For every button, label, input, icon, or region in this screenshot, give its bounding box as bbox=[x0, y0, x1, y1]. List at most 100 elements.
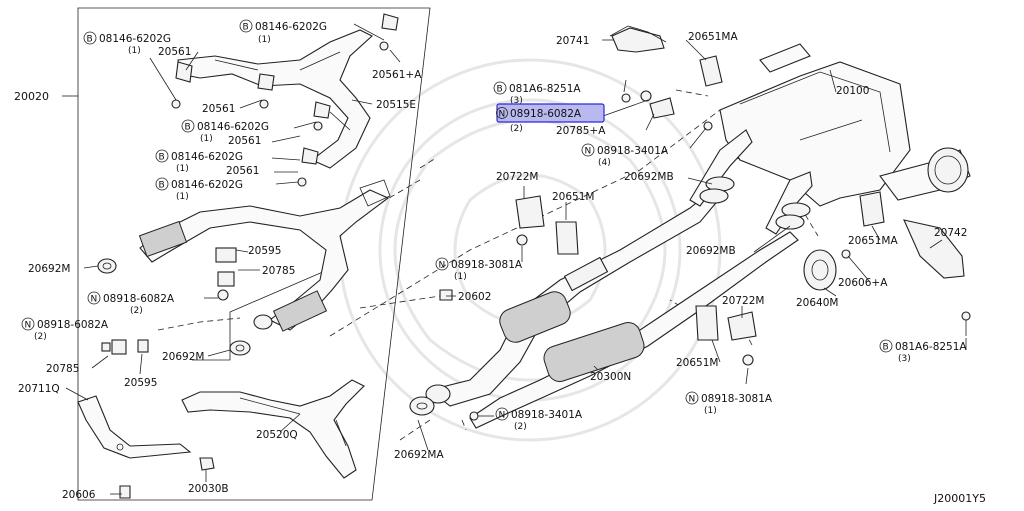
label-20561-c: 20561 bbox=[228, 135, 261, 147]
label-20595-a: 20595 bbox=[248, 245, 281, 257]
qty-08146-b: (1) bbox=[258, 35, 271, 45]
label-20561-a: 20561 bbox=[158, 46, 191, 58]
callout-08146-d: B 08146-6202G (1) bbox=[155, 149, 243, 174]
label-20595-b: 20595 bbox=[124, 377, 157, 389]
label-08918-3401A-b: 08918-3401A bbox=[511, 409, 583, 421]
callout-08918-3081A-b: N 08918-3081A (1) bbox=[685, 391, 773, 416]
label-20785-a: 20785 bbox=[262, 265, 295, 277]
exhaust-pipe-20520Q bbox=[181, 379, 365, 479]
label-20606: 20606 bbox=[62, 489, 96, 501]
muffler-20100 bbox=[689, 43, 971, 235]
nut-symbol: N bbox=[25, 321, 32, 331]
label-08146-a: 08146-6202G bbox=[99, 33, 171, 45]
qty-08146-e: (1) bbox=[176, 192, 189, 202]
label-20561-plusA: 20561+A bbox=[372, 69, 422, 81]
callout-08146-a: B 08146-6202G (1) bbox=[83, 31, 171, 56]
qty-081A6-a: (3) bbox=[510, 96, 523, 106]
label-08918-3081A-a: 08918-3081A bbox=[451, 259, 523, 271]
label-20692MB-b: 20692MB bbox=[686, 245, 736, 257]
qty-08918-3401A-b: (2) bbox=[514, 422, 527, 432]
label-20300N: 20300N bbox=[590, 371, 631, 383]
label-20515E: 20515E bbox=[376, 99, 416, 111]
label-20651M-a: 20651M bbox=[552, 191, 594, 203]
label-20602: 20602 bbox=[458, 291, 491, 303]
label-20030B: 20030B bbox=[188, 483, 229, 495]
right-hangers bbox=[469, 25, 971, 421]
label-08146-b: 08146-6202G bbox=[255, 21, 327, 33]
callout-08918-3401A-b: N 08918-3401A (2) bbox=[495, 407, 583, 432]
label-20640M: 20640M bbox=[796, 297, 838, 309]
exhaust-pipe-20515E bbox=[177, 29, 373, 169]
callout-08146-b: B 08146-6202G (1) bbox=[239, 19, 327, 45]
label-20692M-b: 20692M bbox=[162, 351, 204, 363]
qty-08918-3401A-a: (4) bbox=[598, 158, 611, 168]
label-20785-b: 20785 bbox=[46, 363, 79, 375]
front-pipe-20020 bbox=[138, 179, 391, 332]
qty-08918-6082A-b: (2) bbox=[34, 332, 47, 342]
nut-symbol: N bbox=[499, 110, 506, 120]
label-20722M-b: 20722M bbox=[722, 295, 764, 307]
qty-08918-3081A-a: (1) bbox=[454, 272, 467, 282]
label-08918-6082A-b: 08918-6082A bbox=[37, 319, 109, 331]
label-08918-6082A-a: 08918-6082A bbox=[103, 293, 175, 305]
diagram-code: J20001Y5 bbox=[933, 492, 986, 505]
label-08918-3401A-a: 08918-3401A bbox=[597, 145, 669, 157]
label-08146-e: 08146-6202G bbox=[171, 179, 243, 191]
label-081A6-b: 081A6-8251A bbox=[895, 341, 967, 353]
label-20722M-a: 20722M bbox=[496, 171, 538, 183]
assembly-20020-frame bbox=[77, 7, 431, 501]
nut-symbol: N bbox=[585, 147, 592, 157]
label-20692MA: 20692MA bbox=[394, 449, 444, 461]
nut-symbol: N bbox=[499, 411, 506, 421]
callout-081A6-a: B 081A6-8251A (3) bbox=[493, 81, 581, 106]
bolt-symbol: B bbox=[243, 23, 249, 33]
label-20692M-a: 20692M bbox=[28, 263, 70, 275]
callout-08918-6082A-a: N 08918-6082A (2) bbox=[87, 291, 175, 316]
part-labels: 20020 B 08146-6202G (1) 20561 B 08146-62… bbox=[14, 19, 986, 505]
label-08146-d: 08146-6202G bbox=[171, 151, 243, 163]
bolt-symbol: B bbox=[497, 85, 503, 95]
label-20711Q: 20711Q bbox=[18, 383, 60, 395]
label-20020: 20020 bbox=[14, 90, 49, 103]
center-pipe-20300N bbox=[409, 189, 799, 429]
leader-lines bbox=[62, 23, 967, 495]
bolt-symbol: B bbox=[883, 343, 889, 353]
qty-081A6-b: (3) bbox=[898, 354, 911, 364]
callout-08146-e: B 08146-6202G (1) bbox=[155, 177, 243, 202]
callout-081A6-b: B 081A6-8251A (3) bbox=[879, 339, 967, 364]
qty-08146-c: (1) bbox=[200, 134, 213, 144]
nut-symbol: N bbox=[689, 395, 696, 405]
label-081A6-a: 081A6-8251A bbox=[509, 83, 581, 95]
nut-symbol: N bbox=[439, 261, 446, 271]
label-20606-plusA: 20606+A bbox=[838, 277, 888, 289]
callout-08146-c: B 08146-6202G (1) bbox=[181, 119, 269, 144]
bolt-symbol: B bbox=[87, 35, 93, 45]
label-08918-3081A-b: 08918-3081A bbox=[701, 393, 773, 405]
highlight-box bbox=[496, 103, 605, 123]
label-20651MA-b: 20651MA bbox=[848, 235, 898, 247]
bracket-20711Q bbox=[77, 395, 192, 459]
bolt-symbol: B bbox=[185, 123, 191, 133]
qty-08918-6082A-a: (2) bbox=[130, 306, 143, 316]
label-20651M-b: 20651M bbox=[676, 357, 718, 369]
callout-08918-3401A-a: N 08918-3401A (4) bbox=[581, 143, 669, 168]
label-08146-c: 08146-6202G bbox=[197, 121, 269, 133]
left-small-parts bbox=[97, 13, 453, 499]
label-20692MB-a: 20692MB bbox=[624, 171, 674, 183]
qty-08918-6082A-hl: (2) bbox=[510, 124, 523, 134]
bolt-symbol: B bbox=[159, 181, 165, 191]
label-20100: 20100 bbox=[836, 85, 869, 97]
bolt-symbol: B bbox=[159, 153, 165, 163]
label-08918-6082A-hl: 08918-6082A bbox=[510, 108, 582, 120]
label-20651MA-a: 20651MA bbox=[688, 31, 738, 43]
qty-08146-a: (1) bbox=[128, 46, 141, 56]
label-20520Q: 20520Q bbox=[256, 429, 298, 441]
nut-symbol: N bbox=[91, 295, 98, 305]
label-20741: 20741 bbox=[556, 35, 589, 47]
qty-08146-d: (1) bbox=[176, 164, 189, 174]
callout-08918-3081A-a: N 08918-3081A (1) bbox=[435, 257, 523, 282]
label-20561-d: 20561 bbox=[226, 165, 259, 177]
callout-08918-6082A-highlighted[interactable]: N 08918-6082A (2) bbox=[496, 103, 605, 134]
